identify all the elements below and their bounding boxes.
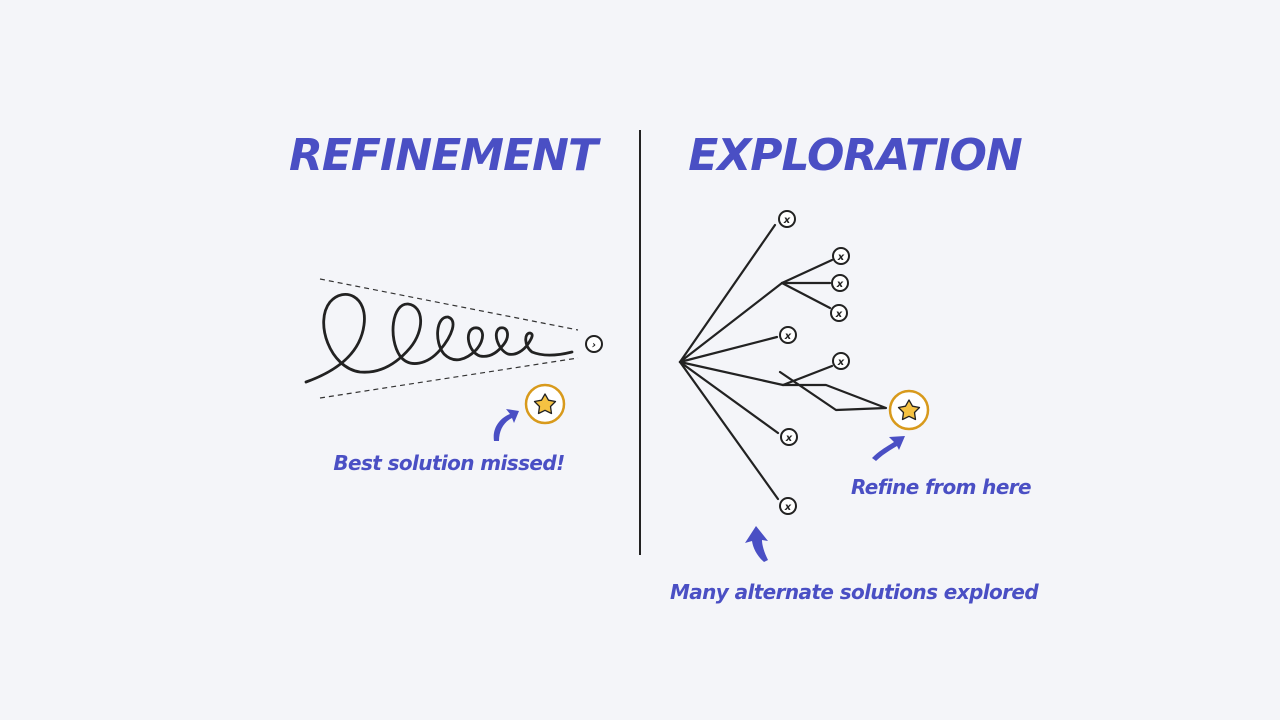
- refinement-title: REFINEMENT: [289, 130, 601, 181]
- refinement-end-node: ›: [585, 335, 603, 353]
- refine-caption: Refine from here: [851, 475, 1031, 499]
- svg-text:x: x: [784, 502, 792, 513]
- dead-end-node: x: [780, 428, 798, 446]
- dead-end-node: x: [832, 247, 850, 265]
- dead-end-node: x: [779, 326, 797, 344]
- svg-text:x: x: [836, 279, 844, 290]
- up-arrow-icon: [745, 526, 768, 562]
- svg-text:x: x: [785, 433, 793, 444]
- dead-end-node: x: [832, 352, 850, 370]
- end-node-glyph: ›: [592, 340, 596, 351]
- curved-arrow-icon: [872, 436, 905, 461]
- dead-end-node: x: [830, 304, 848, 322]
- star-icon: [524, 383, 566, 425]
- star-icon: [888, 389, 930, 431]
- exploration-diagram: x x x x x x x x Refine from here: [670, 210, 1040, 604]
- dead-end-node: x: [779, 497, 797, 515]
- svg-text:x: x: [837, 357, 845, 368]
- refinement-spiral-path: [304, 293, 574, 384]
- refinement-diagram: › Best solution missed!: [304, 278, 603, 475]
- svg-text:x: x: [784, 331, 792, 342]
- exploration-title: EXPLORATION: [688, 130, 1022, 181]
- dead-end-node: x: [778, 210, 796, 228]
- svg-text:x: x: [783, 215, 791, 226]
- cone-upper-boundary: [319, 278, 579, 331]
- dead-end-node: x: [831, 274, 849, 292]
- svg-text:x: x: [835, 309, 843, 320]
- alternates-caption: Many alternate solutions explored: [670, 580, 1039, 604]
- exploration-branches: [678, 223, 888, 501]
- refinement-caption: Best solution missed!: [333, 451, 564, 475]
- cone-lower-boundary: [319, 357, 579, 399]
- svg-text:x: x: [837, 252, 845, 263]
- curved-arrow-icon: [493, 409, 519, 441]
